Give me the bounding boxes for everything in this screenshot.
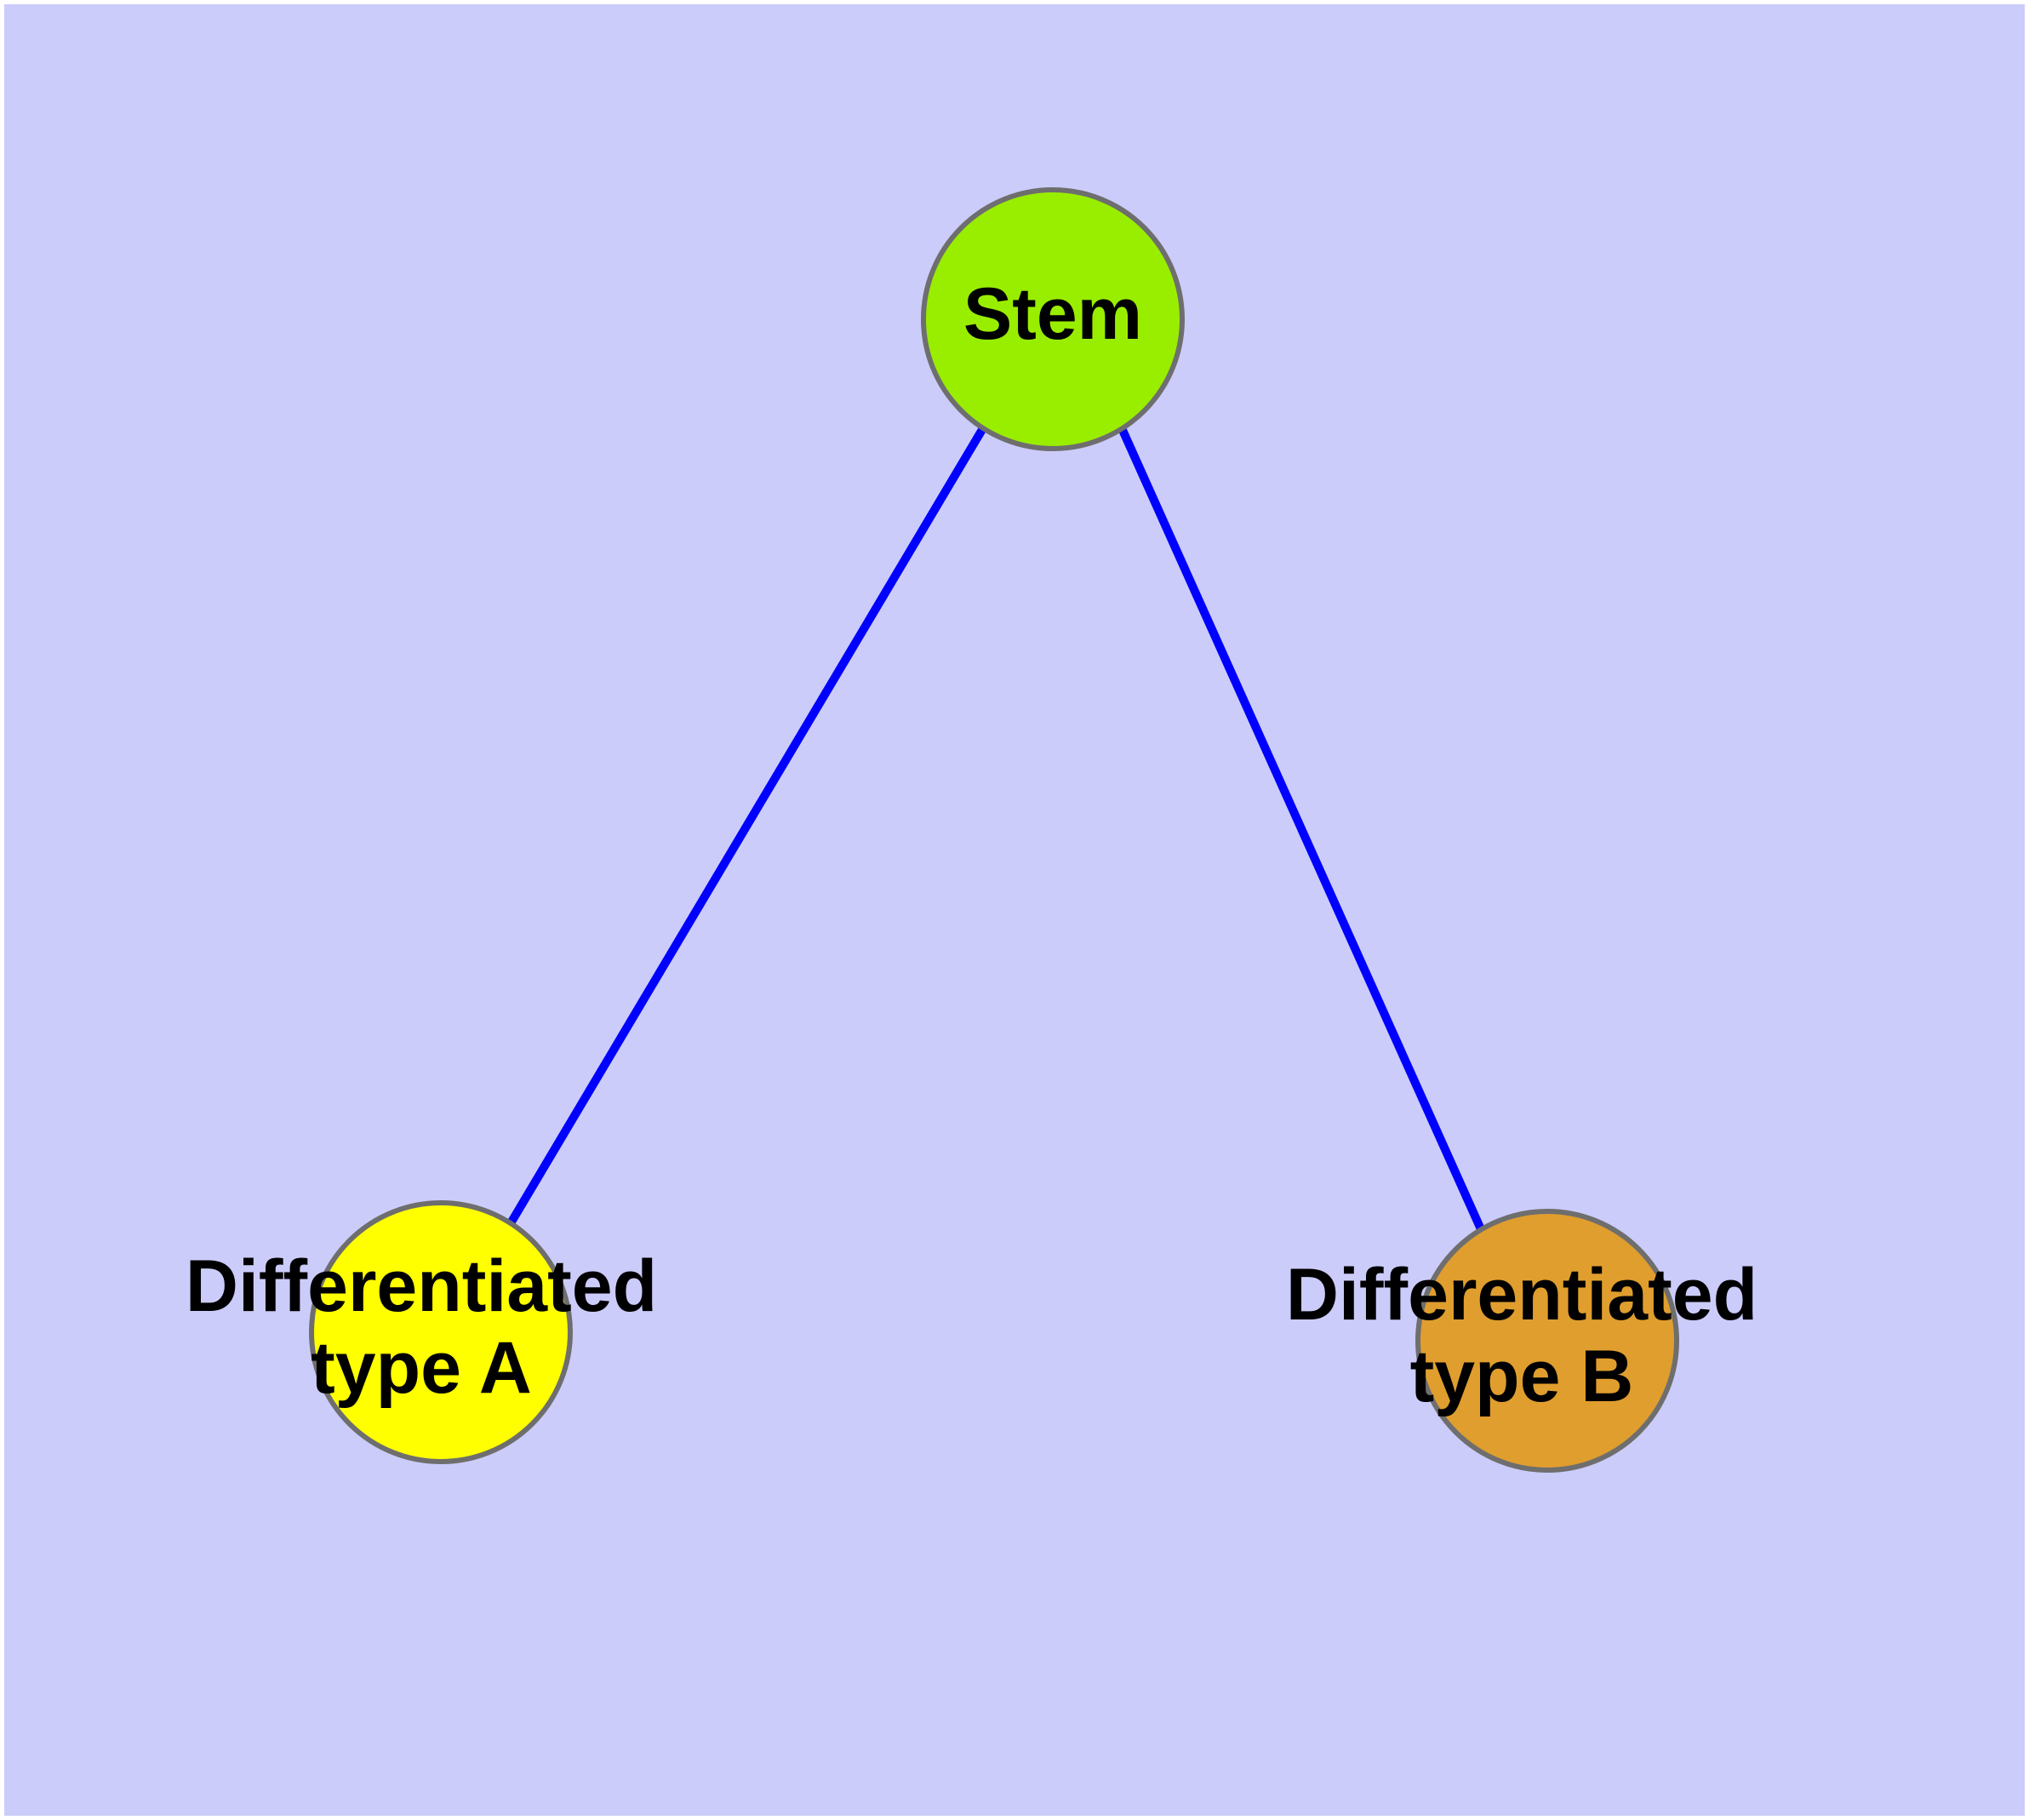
node-stem[interactable] xyxy=(921,187,1185,451)
edges-layer xyxy=(506,426,1485,1232)
node-diff-b[interactable] xyxy=(1415,1209,1679,1473)
node-label-line: type B xyxy=(1410,1336,1634,1417)
nodes-layer xyxy=(309,187,1679,1473)
node-label-stem: Stem xyxy=(963,273,1142,355)
node-label-line: Stem xyxy=(963,273,1142,355)
edge-stem-to-a[interactable] xyxy=(506,426,987,1226)
edge-stem-to-b[interactable] xyxy=(1117,426,1485,1232)
node-label-line: type A xyxy=(311,1327,532,1409)
node-label-line: Differentiated xyxy=(186,1245,657,1327)
node-diff-a[interactable] xyxy=(309,1200,573,1464)
node-label-line: Differentiated xyxy=(1286,1254,1758,1336)
